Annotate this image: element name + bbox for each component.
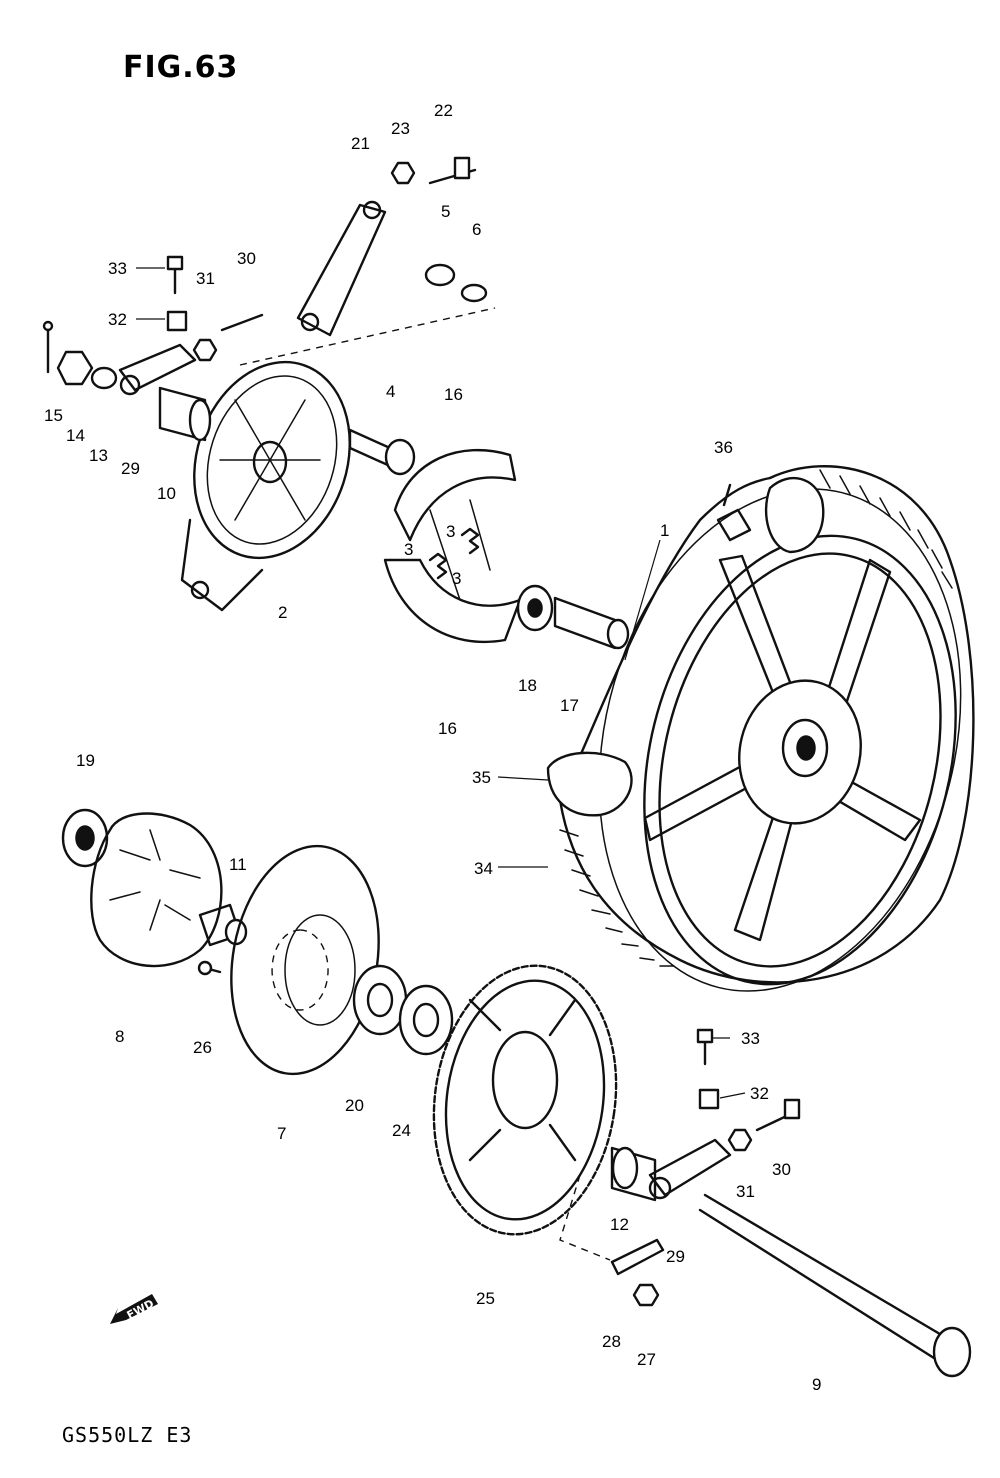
- right-chain-adjuster: [610, 1028, 972, 1378]
- torque-link: [239, 156, 496, 366]
- part-label: 16: [444, 385, 463, 404]
- part-label: 14: [66, 426, 85, 445]
- part-label: 36: [714, 438, 733, 457]
- part-label: 4: [386, 382, 395, 401]
- part-label: 6: [472, 220, 481, 239]
- part-label: 3: [446, 522, 455, 541]
- brake-panel: [180, 360, 351, 612]
- part-label: 33: [108, 259, 127, 278]
- part-label: 32: [108, 310, 127, 329]
- part-label: 24: [392, 1121, 411, 1140]
- part-label: 35: [472, 768, 491, 787]
- part-label: 3: [452, 569, 461, 588]
- part-label: 28: [602, 1332, 621, 1351]
- part-label: 33: [741, 1029, 760, 1048]
- part-label: 16: [438, 719, 457, 738]
- part-label: 18: [518, 676, 537, 695]
- part-label: 13: [89, 446, 108, 465]
- rear-sprocket: [432, 964, 618, 1261]
- part-label: 17: [560, 696, 579, 715]
- part-label: 25: [476, 1289, 495, 1308]
- leader-lines: [136, 267, 746, 1099]
- forward-arrow-icon: FWD: [110, 1294, 158, 1324]
- brake-shoes: [383, 448, 522, 644]
- part-label: 27: [637, 1350, 656, 1369]
- cush-damper: [61, 808, 248, 968]
- part-label: 10: [157, 484, 176, 503]
- part-number-labels: 1 2 3 3 3 4 5 6 7 8 9 10 11 12 13 14 15 …: [44, 101, 821, 1394]
- part-label: 21: [351, 134, 370, 153]
- part-label: 26: [193, 1038, 212, 1057]
- part-label: 22: [434, 101, 453, 120]
- part-label: 20: [345, 1096, 364, 1115]
- part-label: 32: [750, 1084, 769, 1103]
- part-label: 2: [278, 603, 287, 622]
- left-chain-adjuster: [42, 255, 264, 442]
- part-label: 5: [441, 202, 450, 221]
- part-label: 30: [772, 1160, 791, 1179]
- part-label: 29: [666, 1247, 685, 1266]
- figure-title: FIG.63: [123, 50, 239, 85]
- sprocket-drum: [197, 844, 454, 1076]
- part-label: 1: [660, 521, 669, 540]
- part-label: 8: [115, 1027, 124, 1046]
- part-label: 3: [404, 540, 413, 559]
- part-label: 12: [610, 1215, 629, 1234]
- part-label: 23: [391, 119, 410, 138]
- axle-spacer-bearing: [516, 584, 630, 650]
- part-label: 31: [736, 1182, 755, 1201]
- part-label: 30: [237, 249, 256, 268]
- part-label: 9: [812, 1375, 821, 1394]
- part-label: 11: [229, 855, 247, 874]
- part-label: 34: [474, 859, 493, 878]
- part-label: 29: [121, 459, 140, 478]
- part-label: 19: [76, 751, 95, 770]
- part-label: 7: [277, 1124, 286, 1143]
- model-code: GS550LZ E3: [62, 1423, 193, 1447]
- brake-cam: [348, 428, 416, 476]
- part-label: 15: [44, 406, 63, 425]
- part-label: 31: [196, 269, 215, 288]
- rear-wheel-tire: [546, 465, 975, 992]
